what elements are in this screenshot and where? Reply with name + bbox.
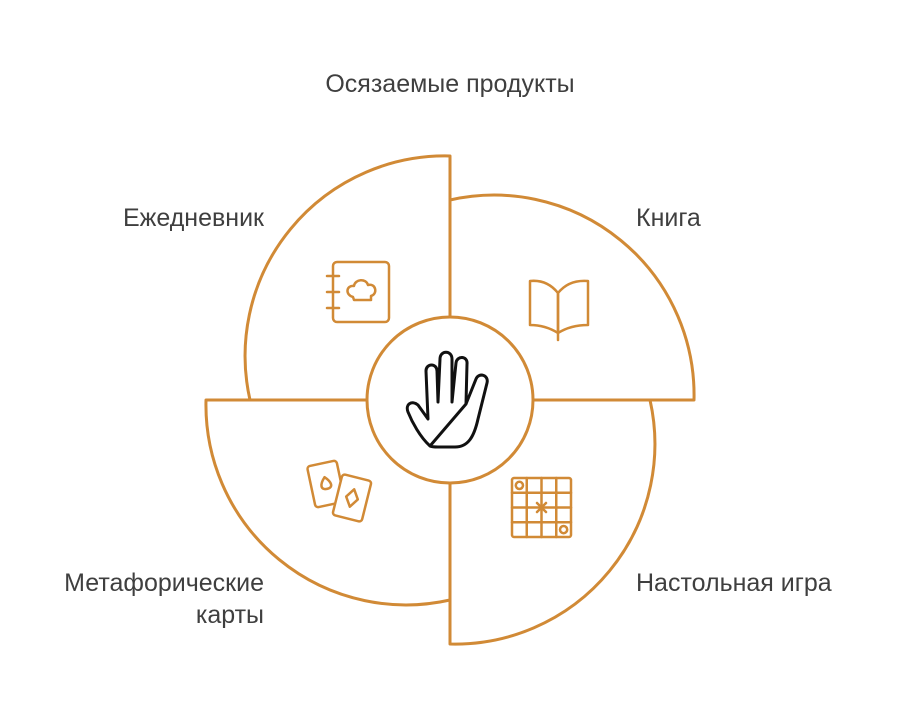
quadrant-label-diary: Ежедневник bbox=[122, 204, 264, 232]
quadrant-label-line: карты bbox=[195, 601, 264, 629]
quadrant-label-board-game: Настольная игра bbox=[636, 569, 832, 597]
hand-icon bbox=[405, 350, 489, 449]
center-circle bbox=[365, 315, 535, 485]
quadrant-label-metaphoric-cards: Метафорические карты bbox=[64, 567, 264, 631]
game-board-icon bbox=[510, 476, 573, 539]
book-icon bbox=[528, 279, 590, 342]
quadrant-label-line: Метафорические bbox=[64, 569, 264, 597]
playing-cards-icon bbox=[306, 459, 373, 523]
quadrant-label-book: Книга bbox=[636, 204, 701, 232]
notebook-icon bbox=[325, 260, 391, 324]
diagram-title: Осязаемые продукты bbox=[325, 70, 575, 98]
